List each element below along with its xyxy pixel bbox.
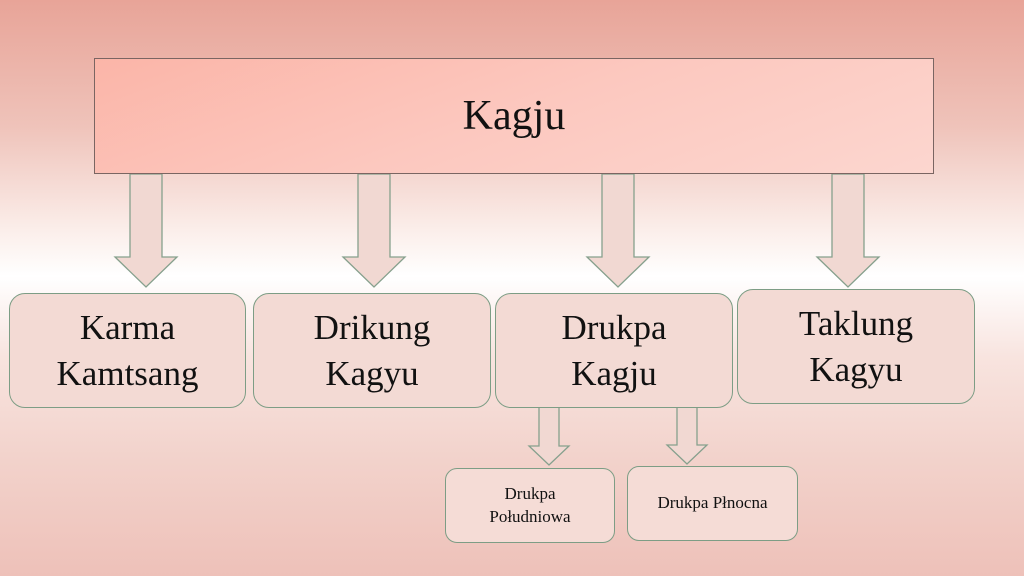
node-label-line2: Południowa [489, 506, 571, 526]
node-label-line1: Taklung [798, 304, 914, 343]
node-drukpa-plnocna: Drukpa Płnocna [627, 466, 798, 541]
node-label-line2: Kagyu [809, 349, 903, 389]
node-label-line1: Karma [79, 308, 176, 347]
node-label: Drukpa Płnocna [657, 493, 768, 513]
node-label-line2: Kagju [571, 353, 657, 393]
arrow-to-drukpa-kagju [585, 173, 651, 288]
node-label-line1: Drikung [313, 308, 431, 347]
node-label-line2: Kamtsang [56, 353, 199, 393]
arrow-to-karma-kamtsang [113, 173, 179, 288]
node-label-line1: Drukpa [504, 483, 556, 503]
root-label: Kagju [462, 93, 566, 139]
node-label-line2: Kagyu [325, 353, 419, 393]
node-label-line1: Drukpa [561, 308, 667, 347]
arrow-to-taklung-kagyu [815, 173, 881, 288]
arrow-to-drukpa-poludniowa [527, 406, 571, 466]
root-node-kagju: Kagju [94, 58, 934, 174]
arrow-to-drikung-kagyu [341, 173, 407, 288]
arrow-to-drukpa-plnocna [665, 406, 709, 465]
